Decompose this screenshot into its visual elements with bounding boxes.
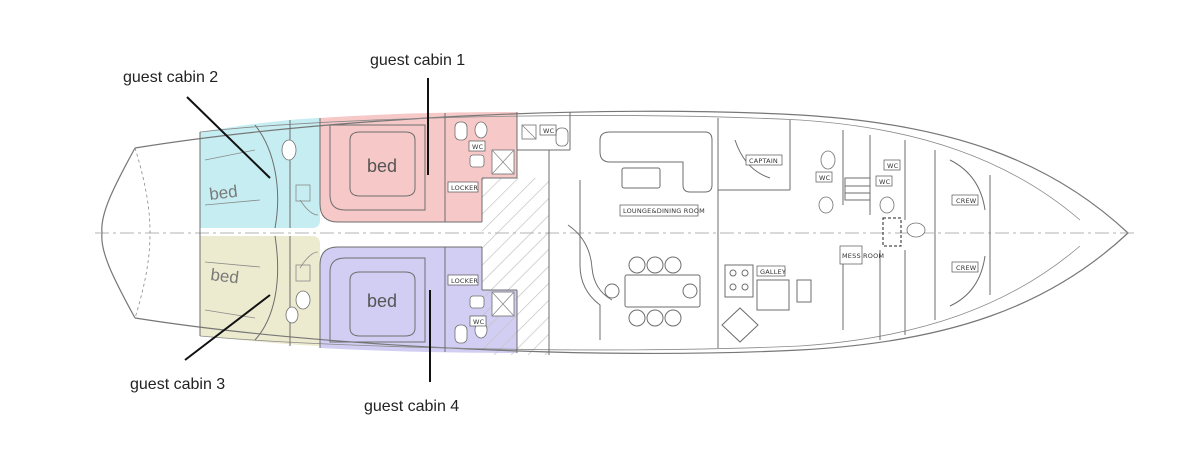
guest-cabin-1-zone[interactable]	[320, 112, 517, 222]
svg-text:WC: WC	[472, 143, 484, 151]
captain-tag: CAPTAIN	[745, 154, 783, 166]
bed-label-cabin-3: bed	[210, 265, 240, 287]
svg-text:CAPTAIN: CAPTAIN	[749, 157, 778, 165]
shower-trays	[491, 124, 537, 317]
bed-frame-cabin-4	[329, 257, 426, 343]
aft-cabin-fittings	[204, 139, 319, 324]
inner-hull-line-top	[199, 115, 1081, 221]
bulkheads	[199, 112, 991, 355]
wc-tag-4: WC	[815, 171, 833, 183]
room-tags: WC WC WC WC WC WC LOCKER LOCKER	[447, 124, 979, 327]
guest-cabin-4-label: guest cabin 4	[364, 398, 459, 415]
svg-text:LOCKER: LOCKER	[451, 184, 478, 192]
stairwell-hatch	[482, 178, 549, 355]
svg-text:WC: WC	[543, 127, 555, 135]
mess-room-tag: MESS ROOM	[839, 245, 884, 265]
bed-label-cabin-4: bed	[367, 291, 397, 311]
wc-tag-5: WC	[883, 159, 901, 171]
svg-text:MESS ROOM: MESS ROOM	[842, 252, 884, 260]
leader-cabin-3	[184, 294, 271, 361]
bed-label-cabin-1: bed	[367, 156, 397, 176]
lounge-tag: LOUNGE&DINING ROOM	[619, 204, 705, 217]
leader-lines	[184, 78, 431, 382]
svg-text:CREW: CREW	[956, 264, 977, 272]
leader-cabin-2	[186, 96, 271, 179]
lounge-furniture	[567, 131, 713, 340]
wc-tag-6: WC	[875, 175, 893, 187]
guest-cabin-4-zone[interactable]	[320, 247, 517, 353]
svg-text:LOCKER: LOCKER	[451, 277, 478, 285]
locker-tag-1: LOCKER	[447, 181, 479, 193]
locker-tag-2: LOCKER	[447, 274, 479, 286]
bed-label-cabin-2: bed	[208, 182, 238, 204]
wc-tag-2: WC	[469, 315, 487, 327]
wc-tag-3: WC	[539, 124, 557, 136]
crew-tag-2: CREW	[951, 261, 979, 273]
svg-text:WC: WC	[887, 162, 899, 170]
svg-text:CREW: CREW	[956, 197, 977, 205]
wc-tag-1: WC	[468, 140, 486, 152]
svg-text:WC: WC	[879, 178, 891, 186]
crew-tag-1: CREW	[951, 194, 979, 206]
guest-cabin-2-zone[interactable]	[200, 118, 320, 228]
svg-text:WC: WC	[819, 174, 831, 182]
guest-cabin-1-label: guest cabin 1	[370, 52, 465, 69]
galley-tag: GALLEY	[756, 265, 786, 277]
svg-text:LOUNGE&DINING ROOM: LOUNGE&DINING ROOM	[623, 207, 705, 215]
inner-hull-line-bottom	[199, 245, 1081, 351]
galley-fittings	[721, 139, 986, 343]
bed-frame-cabin-1	[329, 124, 426, 211]
guest-cabin-2-label: guest cabin 2	[123, 69, 218, 86]
svg-text:GALLEY: GALLEY	[760, 268, 786, 276]
svg-text:WC: WC	[473, 318, 485, 326]
guest-cabin-3-label: guest cabin 3	[130, 376, 225, 393]
